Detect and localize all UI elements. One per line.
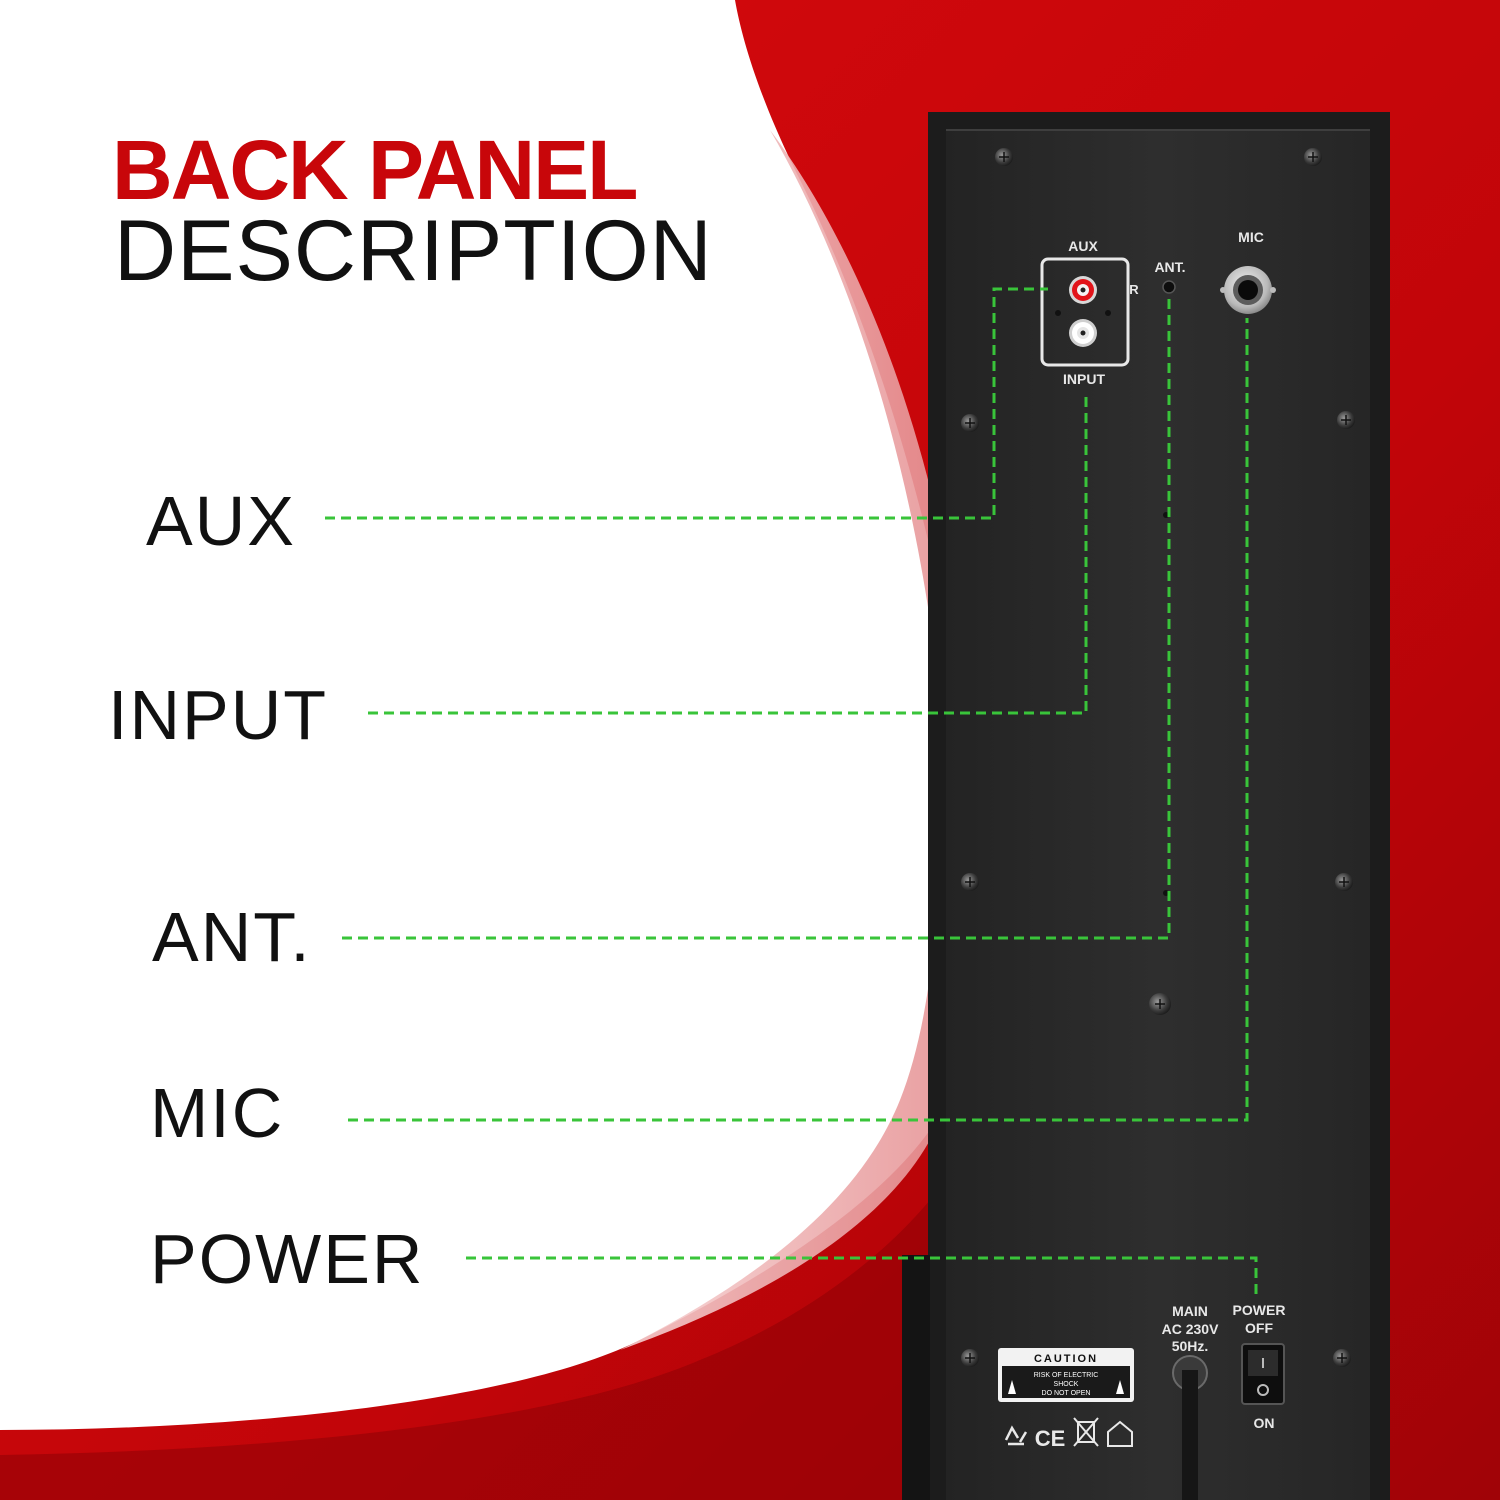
ant-panel-label: ANT. [1154, 259, 1185, 275]
main-power-block: MAIN AC 230V 50Hz. [1162, 1303, 1219, 1500]
power-cord [1182, 1370, 1198, 1500]
main-label-line-1: MAIN [1172, 1303, 1208, 1319]
power-switch-block: POWER OFF ON [1233, 1302, 1286, 1431]
recycle-icon [1004, 1425, 1028, 1446]
dark-red-band [0, 1200, 930, 1500]
callout-label-ant: ANT. [152, 898, 312, 976]
caution-line-1: RISK OF ELECTRIC [1034, 1372, 1099, 1379]
input-panel-label: INPUT [1063, 371, 1105, 387]
main-label-line-2: AC 230V [1162, 1321, 1219, 1337]
compliance-symbols: CE [1004, 1417, 1133, 1451]
mic-leader-line [348, 318, 1249, 1122]
mic-panel-label: MIC [1238, 229, 1264, 245]
screws-group [961, 148, 1355, 1367]
on-label: ON [1254, 1415, 1275, 1431]
ant-leader-line [342, 296, 1171, 940]
callout-label-aux: AUX [146, 482, 296, 560]
warning-triangle-icon [1008, 1380, 1016, 1394]
input-leader-line [368, 393, 1088, 715]
aux-input-block: AUX R INPUT [1040, 238, 1139, 387]
panel-face [946, 130, 1370, 1500]
main-label-line-3: 50Hz. [1172, 1338, 1209, 1354]
mic-jack-block: MIC [1220, 229, 1276, 314]
crossed-bin-icon [1073, 1417, 1099, 1447]
callout-label-mic: MIC [150, 1074, 285, 1152]
antenna-port[interactable] [1162, 280, 1176, 294]
r-channel-label: R [1129, 282, 1139, 297]
aux-panel-label: AUX [1068, 238, 1098, 254]
power-label: POWER [1233, 1302, 1286, 1318]
antenna-port-block: ANT. [1154, 259, 1186, 294]
caution-line-3: DO NOT OPEN [1042, 1390, 1091, 1397]
indoor-use-icon [1107, 1420, 1133, 1447]
aux-input-outline [1040, 257, 1130, 367]
speaker-back-panel [902, 112, 1390, 1500]
headline-description: DESCRIPTION [114, 203, 713, 299]
ce-mark-icon: CE [1035, 1426, 1066, 1451]
headline-back-panel: BACK PANEL [112, 123, 638, 217]
callout-leader-lines [325, 287, 1258, 1300]
callout-label-input: INPUT [108, 676, 328, 754]
panel-stand [902, 1255, 930, 1500]
caution-title: CAUTION [1034, 1353, 1098, 1365]
callout-label-power: POWER [150, 1220, 425, 1298]
caution-line-2: SHOCK [1054, 1381, 1079, 1388]
caution-label: CAUTION RISK OF ELECTRIC SHOCK DO NOT OP… [998, 1348, 1134, 1402]
warning-triangle-icon [1116, 1380, 1124, 1394]
off-label: OFF [1245, 1320, 1273, 1336]
power-leader-line [466, 1256, 1258, 1300]
